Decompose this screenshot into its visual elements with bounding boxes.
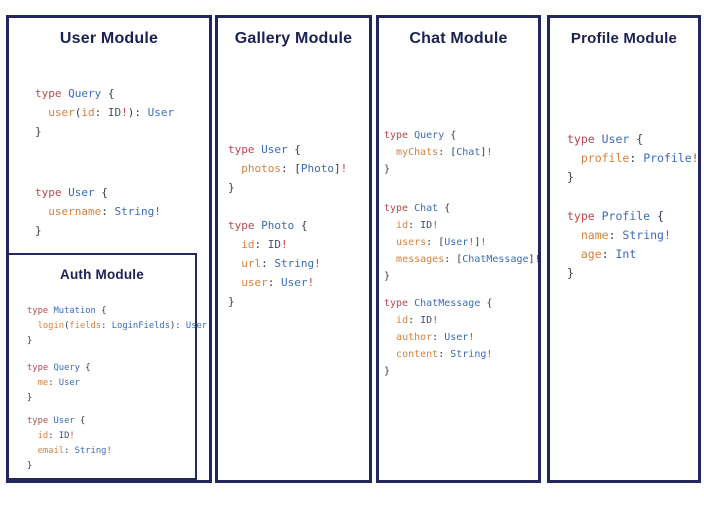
- code-block: type User { username: String!}: [35, 183, 174, 240]
- code-block: type ChatMessage { id: ID! author: User!…: [384, 295, 541, 380]
- code-line: }: [228, 181, 235, 194]
- code-line: type ChatMessage {: [384, 298, 493, 309]
- code-area: type Mutation { login(fields: LoginField…: [27, 304, 207, 474]
- code-block: type User { photos: [Photo]!}: [228, 140, 347, 197]
- code-line: type Chat {: [384, 203, 451, 214]
- code-line: user(id: ID!): User: [48, 106, 175, 119]
- code-line: photos: [Photo]!: [241, 162, 348, 175]
- code-line: author: User!: [396, 332, 475, 343]
- code-block: type Query { me: User}: [27, 361, 207, 406]
- code-block: type User { profile: Profile!}: [567, 130, 699, 187]
- code-line: messages: [ChatMessage]!: [396, 254, 541, 265]
- code-line: user: User!: [241, 276, 315, 289]
- code-block: type Photo { id: ID! url: String! user: …: [228, 216, 347, 311]
- code-line: type Query {: [384, 130, 457, 141]
- code-line: }: [27, 461, 33, 471]
- code-line: type Photo {: [228, 219, 308, 232]
- code-block: type Profile { name: String! age: Int}: [567, 207, 699, 283]
- code-line: type Query {: [27, 363, 91, 373]
- code-line: type User {: [567, 132, 644, 146]
- code-area: type Query { user(id: ID!): User}type Us…: [35, 84, 174, 240]
- code-line: id: ID!: [396, 315, 439, 326]
- code-block: type User { id: ID! email: String!}: [27, 414, 207, 474]
- code-line: username: String!: [48, 205, 161, 218]
- code-block: type Mutation { login(fields: LoginField…: [27, 304, 207, 349]
- code-line: type Profile {: [567, 209, 664, 223]
- panel-chat-module: Chat Module type Query { myChats: [Chat]…: [376, 15, 541, 483]
- code-line: content: String!: [396, 349, 493, 360]
- code-line: id: ID!: [37, 431, 75, 441]
- code-block: type Query { user(id: ID!): User}: [35, 84, 174, 141]
- code-line: }: [27, 393, 33, 403]
- code-area: type Query { myChats: [Chat]!}type Chat …: [384, 127, 541, 380]
- code-line: }: [384, 164, 391, 175]
- code-line: }: [384, 366, 391, 377]
- code-block: type Chat { id: ID! users: [User!]! mess…: [384, 200, 541, 285]
- auth-module-box: Auth Module type Mutation { login(fields…: [7, 253, 207, 480]
- code-line: type Mutation {: [27, 306, 107, 316]
- code-area: type User { profile: Profile!}type Profi…: [567, 130, 699, 283]
- code-line: }: [567, 170, 574, 184]
- code-line: name: String!: [580, 228, 671, 242]
- code-line: }: [27, 336, 33, 346]
- code-line: type Query {: [35, 87, 115, 100]
- code-line: me: User: [37, 378, 80, 388]
- code-area: type User { photos: [Photo]!}type Photo …: [228, 140, 347, 311]
- code-line: id: ID!: [241, 238, 288, 251]
- code-line: age: Int: [580, 247, 637, 261]
- code-line: email: String!: [37, 446, 112, 456]
- code-line: myChats: [Chat]!: [396, 147, 493, 158]
- panel-title: User Module: [59, 30, 159, 47]
- panel-profile-module: Profile Module type User { profile: Prof…: [547, 15, 701, 483]
- code-block: type Query { myChats: [Chat]!}: [384, 127, 541, 178]
- code-line: profile: Profile!: [580, 151, 699, 165]
- code-line: }: [228, 295, 235, 308]
- code-line: }: [384, 271, 391, 282]
- code-line: login(fields: LoginFields): User: [37, 321, 208, 331]
- code-line: type User {: [35, 186, 108, 199]
- panel-user-module: User Module type Query { user(id: ID!): …: [6, 15, 212, 483]
- code-line: }: [35, 224, 42, 237]
- code-line: }: [35, 125, 42, 138]
- code-line: users: [User!]!: [396, 237, 487, 248]
- panel-title: Gallery Module: [234, 30, 353, 47]
- panel-title: Profile Module: [570, 30, 678, 47]
- panel-title: Chat Module: [409, 30, 508, 47]
- code-line: id: ID!: [396, 220, 439, 231]
- code-line: }: [567, 266, 574, 280]
- code-line: type User {: [27, 416, 86, 426]
- code-line: url: String!: [241, 257, 321, 270]
- panel-title: Auth Module: [60, 267, 144, 282]
- code-line: type User {: [228, 143, 301, 156]
- panel-gallery-module: Gallery Module type User { photos: [Phot…: [215, 15, 372, 483]
